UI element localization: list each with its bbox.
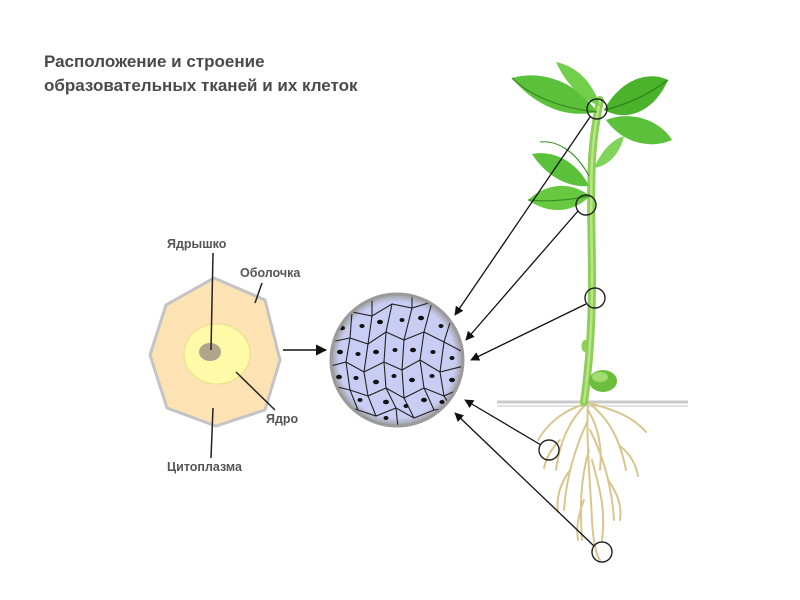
cell-diagram bbox=[148, 252, 282, 459]
label-nucleus: Ядро bbox=[266, 412, 299, 426]
plant-illustration bbox=[497, 62, 688, 563]
label-membrane: Оболочка bbox=[240, 266, 301, 280]
title-line-2: образовательных тканей и их клеток bbox=[44, 76, 358, 95]
label-cytoplasm: Цитоплазма bbox=[167, 460, 242, 474]
label-nucleolus: Ядрышко bbox=[167, 237, 227, 251]
membrane-pointer bbox=[254, 282, 263, 304]
cell-nucleolus bbox=[199, 343, 221, 361]
title-line-1: Расположение и строение bbox=[44, 52, 265, 71]
marker-root-lateral bbox=[538, 439, 560, 461]
marker-apex bbox=[586, 98, 608, 120]
pointer-arrows bbox=[454, 116, 595, 547]
nucleolus-pointer bbox=[210, 252, 214, 351]
tissue-magnified bbox=[329, 292, 465, 428]
plant-leaves bbox=[511, 62, 672, 352]
cytoplasm-pointer bbox=[210, 407, 214, 459]
marker-node-upper bbox=[575, 194, 597, 216]
marker-stem bbox=[584, 287, 606, 309]
plant-roots bbox=[537, 401, 647, 561]
nucleus-pointer bbox=[235, 371, 276, 411]
diagram-title: Расположение и строение образовательных … bbox=[44, 50, 358, 98]
marker-root-tip bbox=[591, 541, 613, 563]
